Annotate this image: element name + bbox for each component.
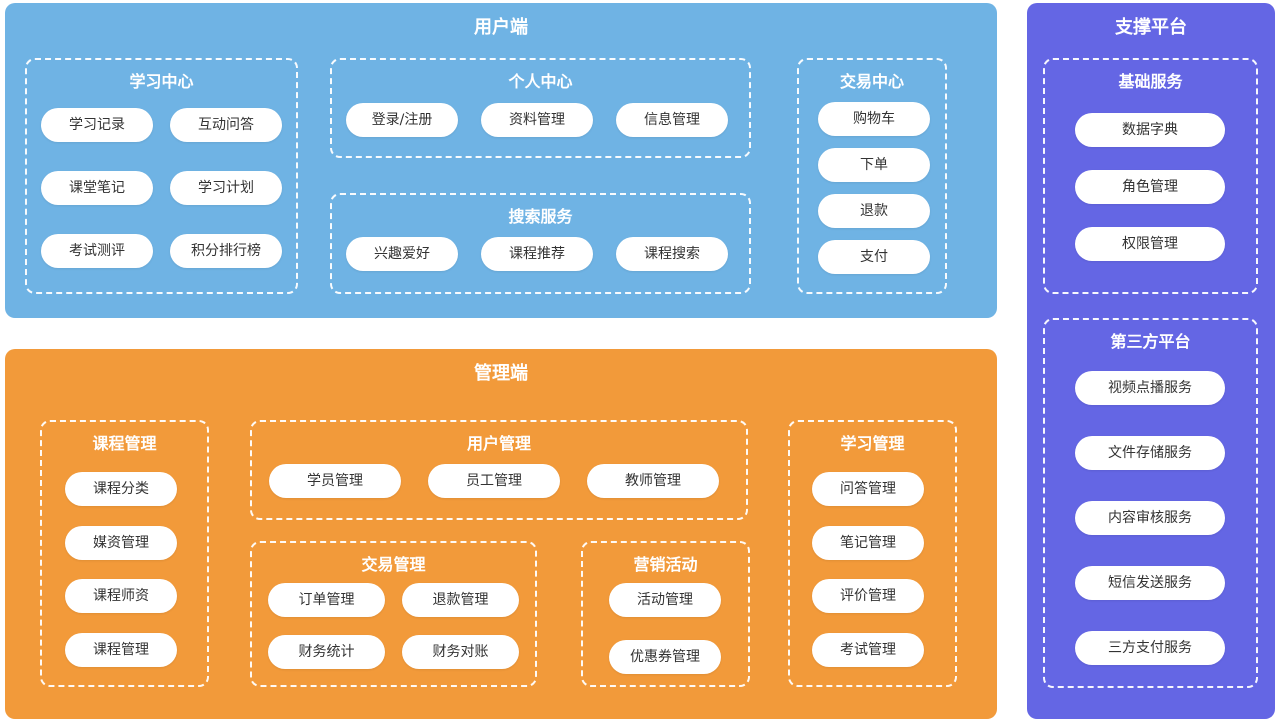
course-mgmt-group: 课程管理 课程分类 媒资管理 课程师资 课程管理 <box>40 420 209 687</box>
place-order-button[interactable]: 下单 <box>818 148 930 182</box>
activity-mgmt-button[interactable]: 活动管理 <box>609 583 721 617</box>
sms-service-button[interactable]: 短信发送服务 <box>1075 566 1225 600</box>
course-category-button[interactable]: 课程分类 <box>65 472 177 506</box>
qa-mgmt-button[interactable]: 问答管理 <box>812 472 924 506</box>
data-dictionary-button[interactable]: 数据字典 <box>1075 113 1225 147</box>
staff-mgmt-button[interactable]: 员工管理 <box>428 464 560 498</box>
user-side-panel: 用户端 学习中心 学习记录 互动问答 课堂笔记 学习计划 考试测评 积分排行榜 … <box>5 3 997 318</box>
marketing-title: 营销活动 <box>633 555 698 574</box>
file-storage-button[interactable]: 文件存储服务 <box>1075 436 1225 470</box>
third-party-group: 第三方平台 视频点播服务 文件存储服务 内容审核服务 短信发送服务 三方支付服务 <box>1043 318 1258 688</box>
login-register-button[interactable]: 登录/注册 <box>346 103 458 137</box>
user-mgmt-title: 用户管理 <box>466 434 531 453</box>
trade-center-group: 交易中心 购物车 下单 退款 支付 <box>797 58 947 294</box>
personal-center-group: 个人中心 登录/注册 资料管理 信息管理 <box>330 58 751 158</box>
study-center-group: 学习中心 学习记录 互动问答 课堂笔记 学习计划 考试测评 积分排行榜 <box>25 58 298 294</box>
study-mgmt-group: 学习管理 问答管理 笔记管理 评价管理 考试管理 <box>788 420 957 687</box>
admin-side-panel: 管理端 课程管理 课程分类 媒资管理 课程师资 课程管理 用户管理 学员管理 员… <box>5 349 997 719</box>
trade-mgmt-group: 交易管理 订单管理 退款管理 财务统计 财务对账 <box>250 541 537 687</box>
finance-reconcile-button[interactable]: 财务对账 <box>402 635 519 669</box>
marketing-group: 营销活动 活动管理 优惠券管理 <box>581 541 750 687</box>
course-teachers-button[interactable]: 课程师资 <box>65 579 177 613</box>
coupon-mgmt-button[interactable]: 优惠券管理 <box>609 640 721 674</box>
refund-button[interactable]: 退款 <box>818 194 930 228</box>
study-mgmt-title: 学习管理 <box>840 434 905 453</box>
notes-mgmt-button[interactable]: 笔记管理 <box>812 526 924 560</box>
third-party-title: 第三方平台 <box>1110 332 1191 351</box>
search-service-title: 搜索服务 <box>508 207 573 226</box>
message-mgmt-button[interactable]: 信息管理 <box>616 103 728 137</box>
trade-mgmt-title: 交易管理 <box>361 555 426 574</box>
course-manage-button[interactable]: 课程管理 <box>65 633 177 667</box>
course-mgmt-title: 课程管理 <box>92 434 157 453</box>
study-record-button[interactable]: 学习记录 <box>41 108 153 142</box>
permission-mgmt-button[interactable]: 权限管理 <box>1075 227 1225 261</box>
review-mgmt-button[interactable]: 评价管理 <box>812 579 924 613</box>
basic-service-title: 基础服务 <box>1118 72 1183 91</box>
media-mgmt-button[interactable]: 媒资管理 <box>65 526 177 560</box>
third-party-pay-button[interactable]: 三方支付服务 <box>1075 631 1225 665</box>
admin-side-title: 管理端 <box>474 363 528 384</box>
user-mgmt-group: 用户管理 学员管理 员工管理 教师管理 <box>250 420 748 520</box>
refund-mgmt-button[interactable]: 退款管理 <box>402 583 519 617</box>
video-on-demand-button[interactable]: 视频点播服务 <box>1075 371 1225 405</box>
order-mgmt-button[interactable]: 订单管理 <box>268 583 385 617</box>
user-side-title: 用户端 <box>474 17 528 38</box>
interactive-qa-button[interactable]: 互动问答 <box>170 108 282 142</box>
trade-center-title: 交易中心 <box>839 72 904 91</box>
profile-mgmt-button[interactable]: 资料管理 <box>481 103 593 137</box>
role-mgmt-button[interactable]: 角色管理 <box>1075 170 1225 204</box>
content-review-button[interactable]: 内容审核服务 <box>1075 501 1225 535</box>
search-service-group: 搜索服务 兴趣爱好 课程推荐 课程搜索 <box>330 193 751 294</box>
cart-button[interactable]: 购物车 <box>818 102 930 136</box>
student-mgmt-button[interactable]: 学员管理 <box>269 464 401 498</box>
basic-service-group: 基础服务 数据字典 角色管理 权限管理 <box>1043 58 1258 294</box>
points-ranking-button[interactable]: 积分排行榜 <box>170 234 282 268</box>
study-plan-button[interactable]: 学习计划 <box>170 171 282 205</box>
exam-test-button[interactable]: 考试测评 <box>41 234 153 268</box>
personal-center-title: 个人中心 <box>508 72 573 91</box>
exam-mgmt-button[interactable]: 考试管理 <box>812 633 924 667</box>
course-search-button[interactable]: 课程搜索 <box>616 237 728 271</box>
support-platform-title: 支撑平台 <box>1115 17 1187 38</box>
teacher-mgmt-button[interactable]: 教师管理 <box>587 464 719 498</box>
finance-stats-button[interactable]: 财务统计 <box>268 635 385 669</box>
pay-button[interactable]: 支付 <box>818 240 930 274</box>
support-platform-panel: 支撑平台 基础服务 数据字典 角色管理 权限管理 第三方平台 视频点播服务 文件… <box>1027 3 1275 719</box>
interests-button[interactable]: 兴趣爱好 <box>346 237 458 271</box>
class-notes-button[interactable]: 课堂笔记 <box>41 171 153 205</box>
course-recommend-button[interactable]: 课程推荐 <box>481 237 593 271</box>
study-center-title: 学习中心 <box>129 72 194 91</box>
